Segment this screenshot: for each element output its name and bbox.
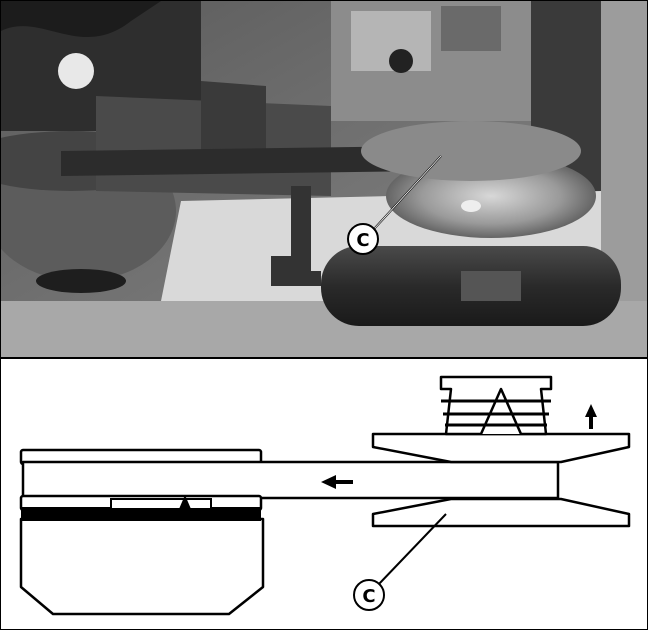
belt (21, 460, 560, 500)
diagram-callout-circle (353, 579, 385, 611)
diagram-callout-label: C (362, 586, 375, 607)
photo-callout-circle (347, 223, 379, 255)
right-pulley-up-arrow (585, 404, 597, 429)
left-pulley-housing (19, 517, 265, 616)
engine-photo: C (1, 1, 647, 359)
drive-belt (61, 146, 431, 176)
belt-direction-arrow (321, 475, 353, 489)
belt-diagram-illustration: C (19, 375, 631, 616)
right-upper-sheave (371, 432, 631, 464)
right-lower-sheave (371, 497, 631, 528)
engine-photo-illustration: C (1, 1, 647, 357)
photo-callout-label: C (356, 230, 369, 251)
diagram-callout-leader (377, 513, 447, 586)
belt-diagram: C (1, 359, 647, 629)
left-pulley-up-arrow (179, 495, 191, 521)
